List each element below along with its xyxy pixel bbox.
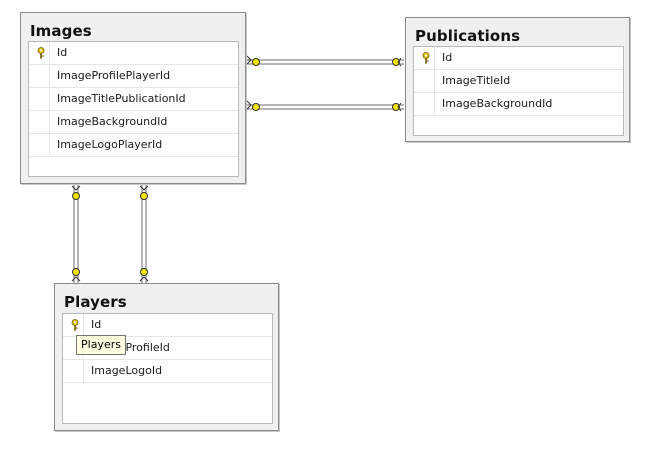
- primary-key-icon: [422, 52, 430, 64]
- table-players-body: Id ImageProfileId ImageLogoId: [62, 313, 273, 424]
- column-name: ImageProfilePlayerId: [57, 69, 171, 82]
- column-name: Id: [442, 51, 453, 64]
- tooltip: Players: [76, 335, 126, 355]
- column-row[interactable]: ImageLogoPlayerId: [29, 134, 238, 157]
- column-row[interactable]: ImageBackgroundId: [29, 111, 238, 134]
- table-players[interactable]: Players Id ImageProfileId: [54, 283, 279, 431]
- column-name: Id: [91, 318, 102, 331]
- relationship-images-players-2[interactable]: [139, 185, 149, 283]
- column-row[interactable]: ImageTitlePublicationId: [29, 88, 238, 111]
- relationship-images-players-1[interactable]: [71, 185, 81, 283]
- column-row[interactable]: Id: [63, 314, 272, 337]
- column-name: ImageLogoPlayerId: [57, 138, 163, 151]
- relationship-images-publications-1[interactable]: [246, 55, 404, 67]
- column-name: Id: [57, 46, 68, 59]
- column-row[interactable]: Id: [29, 42, 238, 65]
- column-name: ImageTitlePublicationId: [57, 92, 186, 105]
- table-publications[interactable]: Publications Id ImageTitleId: [405, 17, 630, 142]
- column-row[interactable]: Id: [414, 47, 623, 70]
- table-players-title: Players: [64, 293, 127, 311]
- table-images[interactable]: Images Id ImageProfilePlayerId: [20, 12, 246, 184]
- column-name: ImageLogoId: [91, 364, 163, 377]
- table-images-body: Id ImageProfilePlayerId ImageTitlePublic…: [28, 41, 239, 177]
- column-name: ImageBackgroundId: [57, 115, 168, 128]
- column-row[interactable]: ImageTitleId: [414, 70, 623, 93]
- column-name: ImageBackgroundId: [442, 97, 553, 110]
- primary-key-icon: [37, 47, 45, 59]
- column-row[interactable]: ImageBackgroundId: [414, 93, 623, 116]
- table-publications-body: Id ImageTitleId ImageBackgroundId: [413, 46, 624, 136]
- column-name: ImageTitleId: [442, 74, 511, 87]
- column-row[interactable]: ImageLogoId: [63, 360, 272, 383]
- primary-key-icon: [71, 319, 79, 331]
- table-publications-title: Publications: [415, 27, 521, 45]
- relationship-images-publications-2[interactable]: [246, 100, 404, 112]
- column-row[interactable]: ImageProfilePlayerId: [29, 65, 238, 88]
- table-images-title: Images: [30, 22, 92, 40]
